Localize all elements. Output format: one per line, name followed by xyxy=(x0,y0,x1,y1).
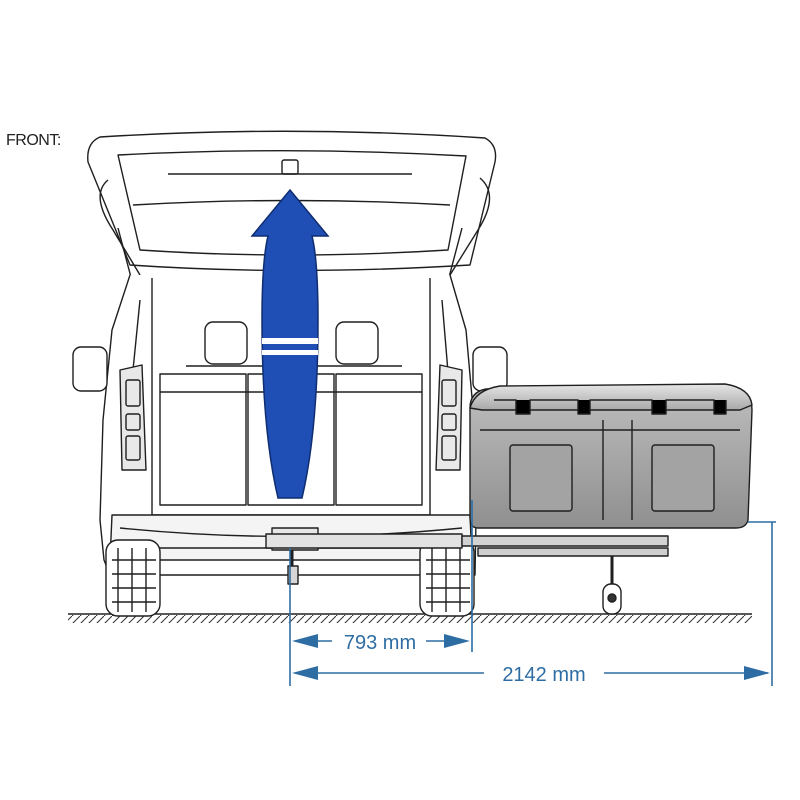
wheel-right xyxy=(419,539,475,617)
cargo-box xyxy=(469,383,753,529)
dimension-lines xyxy=(289,500,776,686)
mirror-right xyxy=(472,346,508,392)
carrier-bar xyxy=(265,533,463,549)
mirror-left xyxy=(72,346,108,392)
tail-light-left xyxy=(119,364,147,471)
dimension-793: 793 mm xyxy=(344,632,416,654)
support-wheel xyxy=(602,556,622,615)
ground-line xyxy=(68,613,752,623)
dimension-2142: 2142 mm xyxy=(502,664,585,686)
front-label: FRONT: xyxy=(6,132,61,149)
lift-arrow-icon xyxy=(250,188,330,499)
wheel-left xyxy=(105,539,161,617)
tail-light-right xyxy=(435,364,463,471)
carrier-assembly xyxy=(265,383,753,615)
